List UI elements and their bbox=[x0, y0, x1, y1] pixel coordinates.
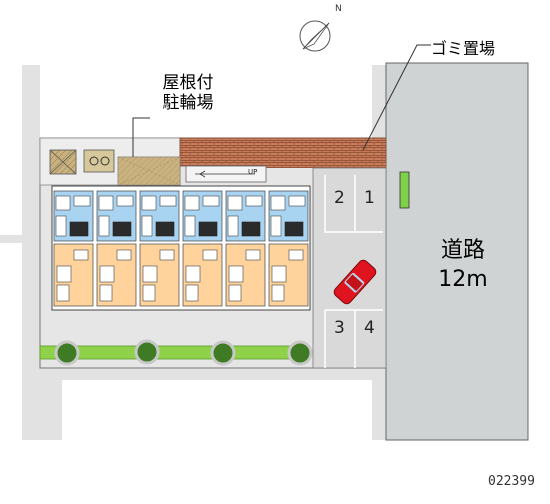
garbage-area-label: ゴミ置場 bbox=[431, 39, 496, 58]
left-land bbox=[22, 65, 40, 440]
road bbox=[385, 62, 529, 441]
road-label-name: 道路 bbox=[440, 238, 485, 263]
bicycle-parking-label-line1: 屋根付 bbox=[162, 73, 214, 93]
trees bbox=[54, 339, 313, 366]
bicycle-parking-label: 屋根付 駐輪場 bbox=[148, 73, 228, 113]
garbage-leader-line bbox=[362, 44, 431, 151]
garbage-box bbox=[83, 149, 115, 173]
car bbox=[333, 259, 377, 305]
bicycle-parking-label-line2: 駐輪場 bbox=[162, 93, 214, 113]
hedge bbox=[39, 345, 309, 360]
parking-slot-2: 2 bbox=[334, 188, 345, 208]
apartment-units bbox=[53, 190, 309, 307]
vending-machine bbox=[399, 171, 410, 209]
road-label-width: 12m bbox=[438, 267, 488, 292]
parking-slot-1: 1 bbox=[364, 188, 375, 208]
compass-north-label: N bbox=[335, 4, 342, 14]
parking-area bbox=[312, 167, 387, 369]
left-path bbox=[0, 235, 40, 243]
parking-slot-3: 3 bbox=[334, 318, 345, 338]
compass-icon bbox=[299, 20, 331, 52]
up-arrow-label: UP bbox=[248, 168, 258, 176]
bottom-land bbox=[40, 368, 385, 380]
road-label: 道路 12m bbox=[428, 236, 498, 294]
property-code: 022399 bbox=[488, 474, 535, 489]
bike-leader-line bbox=[132, 117, 150, 157]
apartment-building bbox=[51, 185, 311, 311]
parking-slot-4: 4 bbox=[364, 318, 375, 338]
